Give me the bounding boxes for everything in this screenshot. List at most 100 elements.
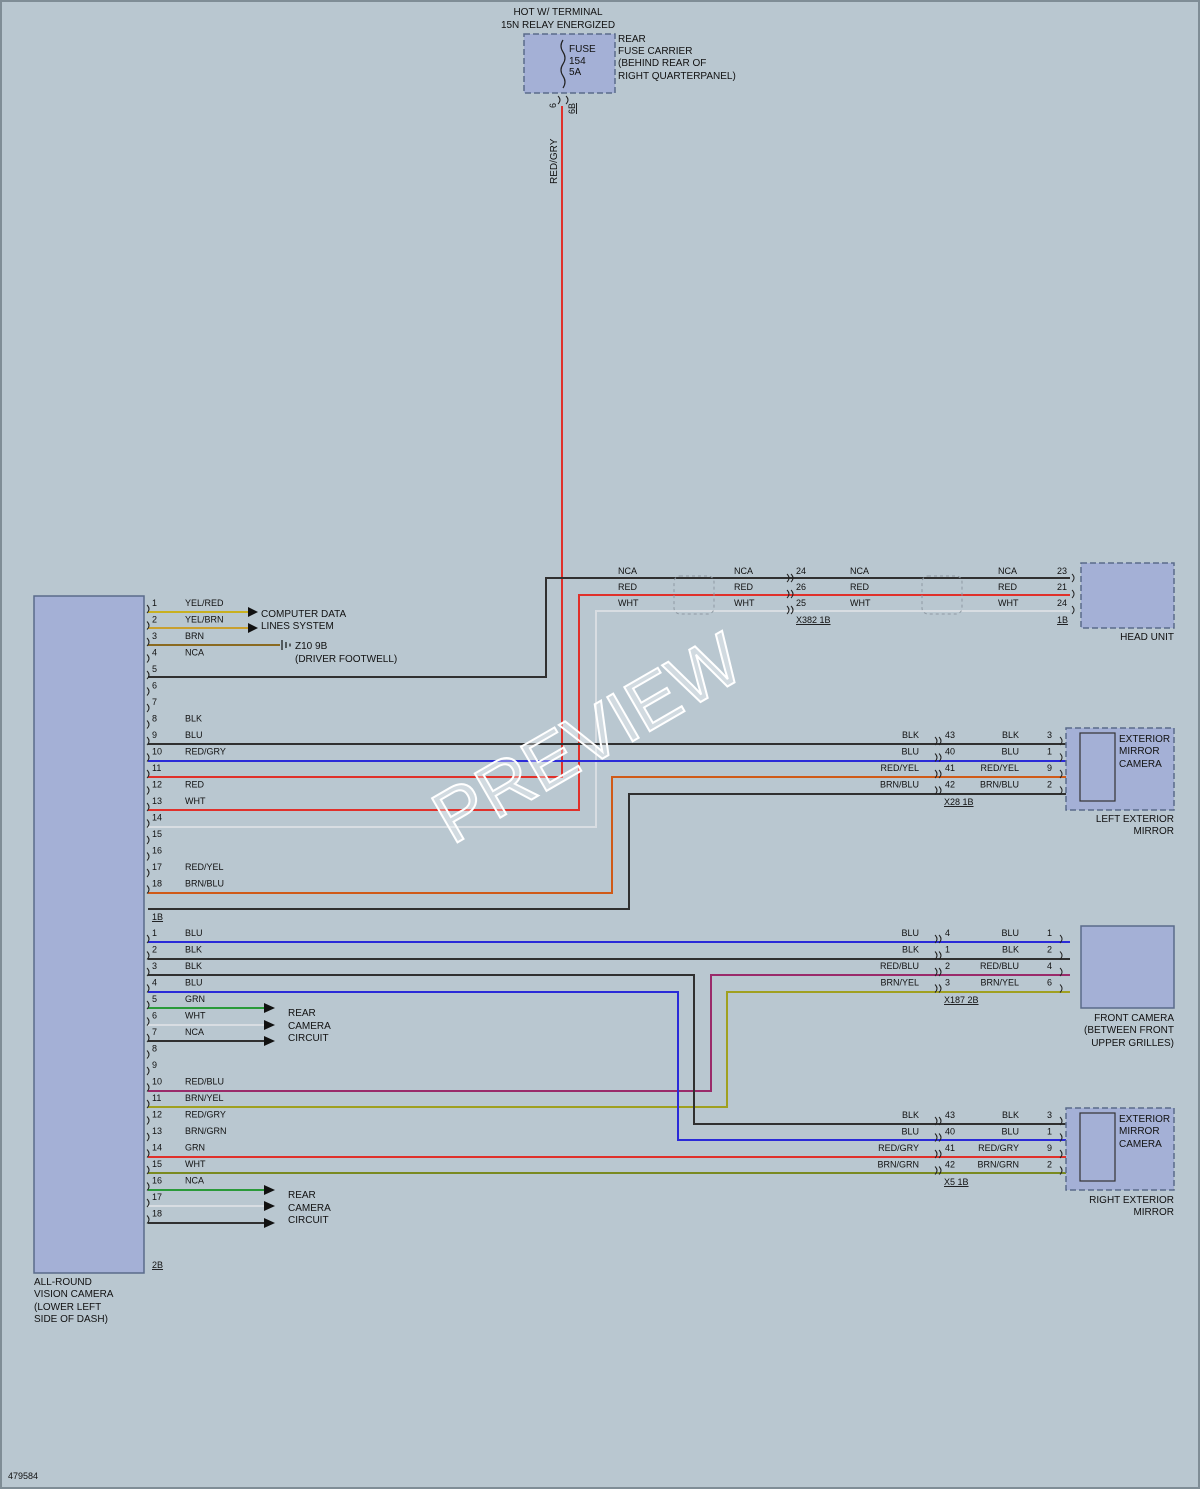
- fuse-connector: 6B: [567, 103, 577, 114]
- pin-terminal-icon: [146, 736, 150, 746]
- pin-terminal-icon: [146, 1083, 150, 1092]
- device-terminal-icon: [1059, 786, 1063, 795]
- inline-pin: 43: [945, 1110, 955, 1120]
- wire-brn-blu-left-mirror: [148, 793, 1070, 910]
- pin-terminal-icon: [146, 1116, 150, 1125]
- wire-label-right: RED/YEL: [980, 763, 1019, 773]
- pin-terminal-icon: [146, 852, 150, 861]
- fuse-label: FUSE: [569, 44, 596, 55]
- pin-wire-color: WHT: [185, 1159, 206, 1169]
- pin-terminal-icon: [146, 1198, 150, 1208]
- pin-number: 6: [152, 681, 157, 691]
- front-camera: FRONT CAMERA (BETWEEN FRONT UPPER GRILLE…: [944, 925, 1175, 1049]
- wire-label-right: BLK: [1002, 1110, 1019, 1120]
- device-terminal-icon: [1059, 1149, 1063, 1159]
- pin-number: 3: [152, 961, 157, 971]
- head-unit: HEAD UNIT X382 1B 1B: [796, 562, 1175, 643]
- pin-terminal-icon: [146, 1099, 150, 1109]
- wire-label-left: BRN/YEL: [880, 978, 919, 988]
- wire-label-right: BRN/GRN: [977, 1160, 1019, 1170]
- pin-terminal-icon: [146, 951, 150, 960]
- pin-wire-color: BLK: [185, 945, 202, 955]
- pin-number: 9: [152, 730, 157, 740]
- ground-line2: (DRIVER FOOTWELL): [295, 654, 397, 665]
- pin-terminal-icon: [146, 1215, 150, 1224]
- device-terminal-icon: [1059, 1166, 1063, 1175]
- head-unit-wire-end: NCA: [998, 566, 1017, 576]
- wire-shield-2: [921, 575, 963, 615]
- head-unit-wire-left: WHT: [618, 598, 639, 608]
- inline-pin: 41: [945, 1143, 955, 1153]
- inline-terminal-icon: [934, 934, 938, 944]
- wire-brn-yel-front-camera: [148, 991, 1070, 1108]
- wire-red-blu-front-camera: [148, 974, 1070, 1092]
- pin-wire-color: RED/GRY: [185, 747, 226, 757]
- pin-number: 11: [152, 1093, 161, 1103]
- device-pin: 2: [1047, 780, 1052, 790]
- wire-shield-1: [673, 575, 715, 615]
- pin-terminal-icon: [146, 1017, 150, 1026]
- pin-wire-color: WHT: [185, 796, 206, 806]
- inline-terminal-icon: [938, 769, 942, 779]
- right-mirror-label-2: MIRROR: [1133, 1207, 1174, 1218]
- pin-number: 18: [152, 879, 162, 889]
- pin-terminal-icon: [146, 835, 150, 845]
- pin-number: 16: [152, 846, 162, 856]
- head-unit-pin: 24: [1057, 598, 1067, 608]
- wire-label-right: BLU: [1001, 928, 1019, 938]
- inline-terminal-icon: [934, 786, 938, 795]
- wire-label-left: BRN/GRN: [877, 1160, 919, 1170]
- left-mirror-camera-label-3: CAMERA: [1119, 759, 1162, 770]
- pin-terminal-icon: [146, 1149, 150, 1158]
- pin-terminal-icon: [146, 604, 150, 614]
- inline-terminal-icon: [938, 951, 942, 960]
- arrow-icon: [264, 1218, 275, 1228]
- pin-terminal-icon: [146, 934, 150, 944]
- wire-label-left: RED/YEL: [880, 763, 919, 773]
- pin-number: 10: [152, 1077, 162, 1087]
- preview-watermark: PREVIEW: [419, 617, 756, 860]
- pin-number: 4: [152, 648, 157, 658]
- right-mirror: EXTERIOR MIRROR CAMERA RIGHT EXTERIOR MI…: [944, 1107, 1175, 1218]
- ground-icon: [281, 640, 291, 650]
- front-camera-label-1: FRONT CAMERA: [1094, 1013, 1174, 1024]
- pin-wire-color: BRN/GRN: [185, 1126, 227, 1136]
- fuse-rating: 5A: [569, 67, 582, 78]
- head-unit-wire-mid: NCA: [734, 566, 753, 576]
- pin-terminal-icon: [146, 687, 150, 696]
- fuse-carrier-box: [523, 33, 616, 94]
- device-terminal-icon: [1059, 934, 1063, 944]
- pin-number: 13: [152, 1126, 162, 1136]
- pin-number: 10: [152, 747, 162, 757]
- head-unit-wire-end: WHT: [998, 598, 1019, 608]
- inline-terminal-icon: [938, 967, 942, 977]
- pin-terminal-icon: [146, 786, 150, 795]
- inline-pin: 3: [945, 978, 950, 988]
- fuse-header-line1: HOT W/ TERMINAL: [513, 7, 603, 18]
- inline-terminal-icon: [934, 753, 938, 762]
- pin-number: 5: [152, 664, 157, 674]
- pin-number: 14: [152, 813, 162, 823]
- pin-wire-color: BRN/BLU: [185, 879, 224, 889]
- pin-wire-color: BLU: [185, 928, 203, 938]
- inline-terminal-icon: [934, 736, 938, 746]
- device-terminal-icon: [1059, 1116, 1063, 1126]
- inline-terminal-icon: [938, 934, 942, 944]
- inline-terminal-icon: [934, 1166, 938, 1175]
- arrow-icon: [264, 1201, 275, 1211]
- inline-terminal-icon: [938, 1166, 942, 1175]
- fuse-number: 154: [569, 56, 586, 67]
- pin-number: 5: [152, 994, 157, 1004]
- device-pin: 9: [1047, 763, 1052, 773]
- device-pin: 1: [1047, 747, 1052, 757]
- front-camera-inline-connector: X187 2B: [944, 995, 979, 1005]
- connector-1-id: 1B: [152, 912, 163, 922]
- pin-number: 9: [152, 1060, 157, 1070]
- wire-label-right: BLK: [1002, 945, 1019, 955]
- wire-label-left: BLU: [901, 928, 919, 938]
- head-unit-inline-pin: 25: [796, 598, 806, 608]
- arrow-icon: [264, 1185, 275, 1195]
- fuse-carrier-line2: FUSE CARRIER: [618, 46, 692, 57]
